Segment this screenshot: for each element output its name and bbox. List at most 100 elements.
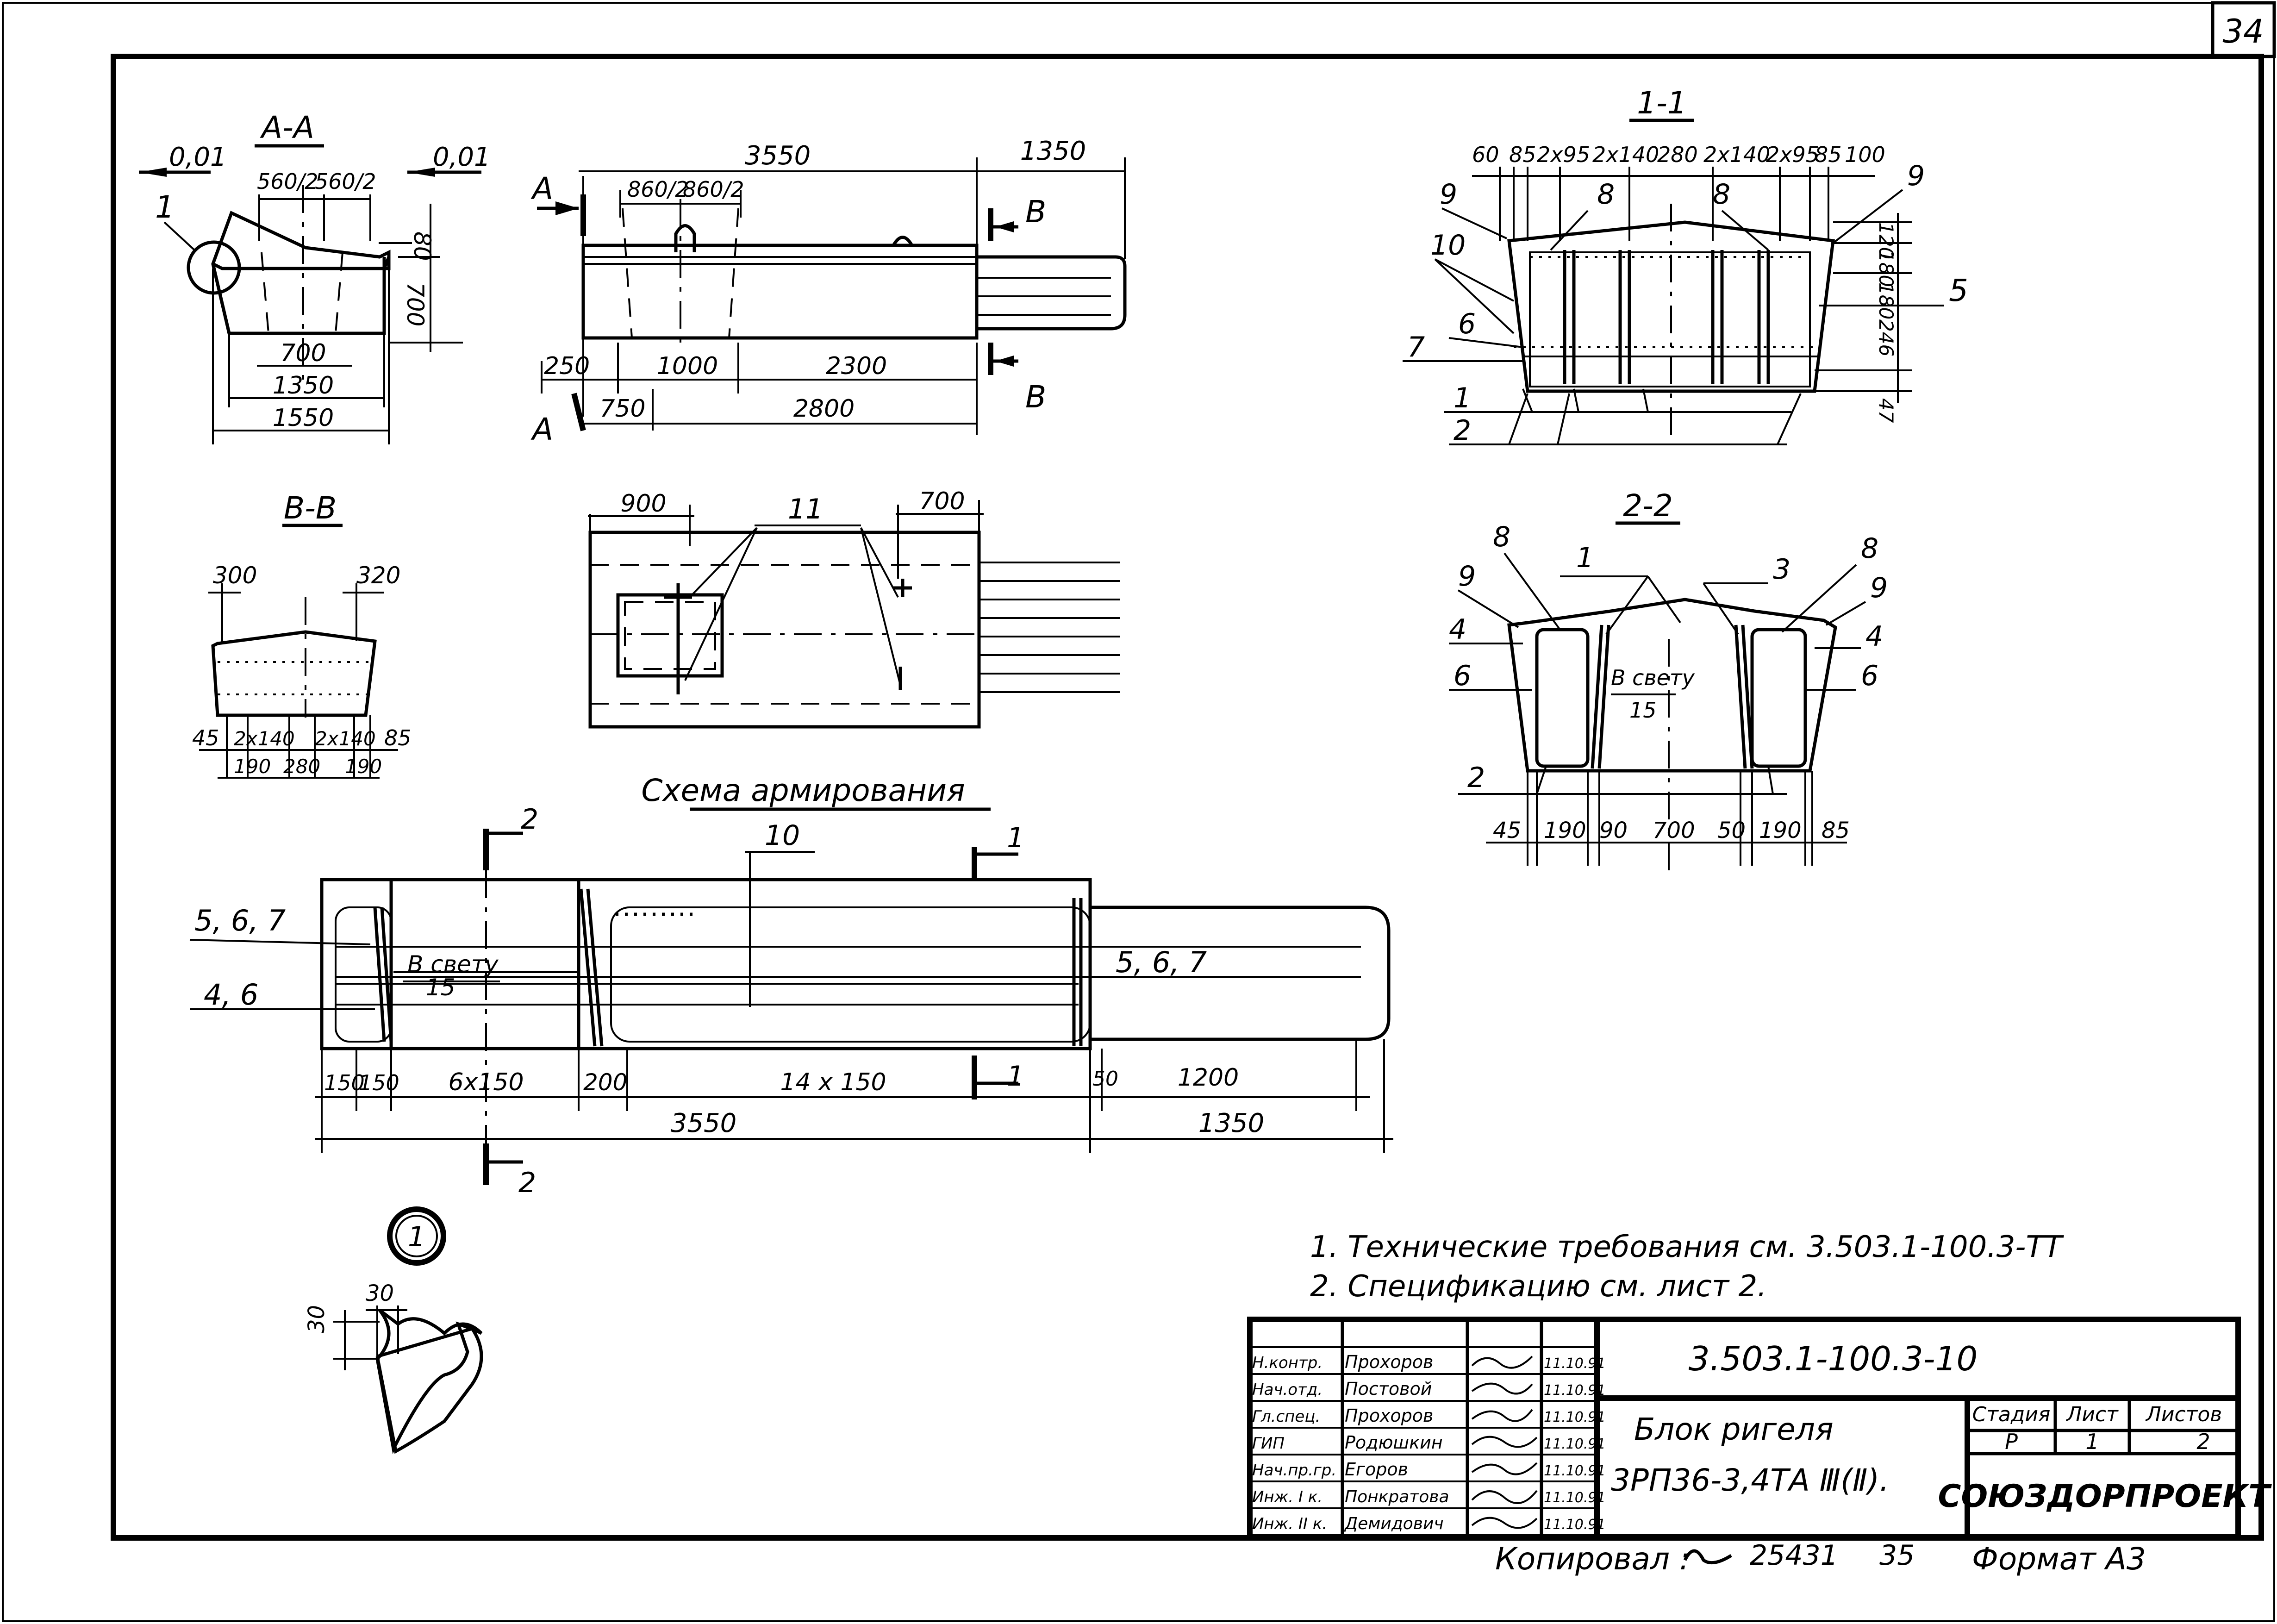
tb-name-7: Демидович <box>1344 1514 1444 1533</box>
s22-label-8-right: 8 <box>1861 532 1878 565</box>
s11-label-9-left: 9 <box>1440 178 1457 211</box>
s22-label-6-right: 6 <box>1861 660 1878 692</box>
tb-role-5: Нач.пр.гр. <box>1252 1461 1336 1480</box>
tb-role-4: ГИП <box>1252 1434 1285 1453</box>
tb-name-1: Прохоров <box>1345 1352 1433 1372</box>
title-block: Н.контр. Прохоров 11.10.91 Нач.отд. Пост… <box>1247 1317 2272 1540</box>
scheme-cut-1-top: 1 <box>1007 822 1024 854</box>
footer-format: Формат А3 <box>1972 1541 2146 1577</box>
scheme-title: Схема армирования <box>641 773 965 808</box>
tb-role-6: Инж. I к. <box>1252 1488 1323 1506</box>
section-b-top: В <box>1025 194 1046 230</box>
s22-label-8-left: 8 <box>1493 521 1510 553</box>
elev-dim-cantilever: 1350 <box>1020 136 1086 166</box>
bb-bottom-dim-280: 280 <box>283 755 320 778</box>
s11-top-dim-2x95-b: 2х95 <box>1766 142 1819 167</box>
tb-date-7: 11.10.91 <box>1544 1517 1606 1533</box>
elev-dim-2800: 2800 <box>793 395 855 423</box>
s22-label-4-left: 4 <box>1449 613 1466 646</box>
bb-bottom-dim-45: 45 <box>192 725 219 750</box>
view-detail-1: 1 30 30 <box>304 1206 483 1454</box>
view-section-aa: А-А 1 0,01 0,01 560/2 560/2 80 7 <box>139 110 491 444</box>
scheme-cut-1-bottom: 1 <box>1007 1060 1024 1093</box>
s22-label-2: 2 <box>1467 762 1485 794</box>
tb-sheet-header: Лист <box>2065 1403 2119 1426</box>
section-a-top: А <box>530 171 553 206</box>
s11-label-8-a: 8 <box>1597 178 1615 211</box>
bb-bottom-dim-2x140-b: 2х140 <box>315 727 376 750</box>
scheme-note-clear-val: 15 <box>426 974 455 1001</box>
tb-name-6: Понкратова <box>1345 1487 1449 1506</box>
s11-right-dim-47: 47 <box>1875 398 1897 423</box>
elev-dim-offset: 250 <box>544 352 590 380</box>
s11-top-dim-60: 60 <box>1472 142 1499 167</box>
tb-date-5: 11.10.91 <box>1544 1463 1606 1479</box>
tb-date-1: 11.10.91 <box>1544 1355 1606 1372</box>
s22-bottom-dim-190-a: 190 <box>1544 818 1586 843</box>
s11-label-7: 7 <box>1407 331 1425 363</box>
detail-dim-a: 30 <box>304 1305 330 1333</box>
footer-copied-label: Копировал : <box>1495 1541 1690 1577</box>
scheme-label-10: 10 <box>765 819 800 852</box>
view-section-bb: В-В 300 320 45 2х140 2х140 85 190 280 19… <box>192 490 412 779</box>
bb-dim-left-top: 300 <box>213 562 257 589</box>
scheme-note-clear: В свету <box>407 951 499 978</box>
s11-top-dim-280: 280 <box>1657 142 1698 167</box>
section-a-bottom: А <box>530 412 553 447</box>
view-title-bb: В-В <box>284 490 337 526</box>
s22-label-6-left: 6 <box>1454 660 1471 692</box>
aa-inner-width: 700 <box>280 339 326 367</box>
tb-date-6: 11.10.91 <box>1544 1490 1606 1506</box>
s22-bottom-dim-190-b: 190 <box>1759 818 1802 843</box>
s22-note-clear: В свету <box>1611 665 1695 690</box>
s22-bottom-dim-45: 45 <box>1493 818 1521 843</box>
tb-name-4: Родюшкин <box>1345 1432 1443 1453</box>
slope-right-label: 0,01 <box>433 142 491 172</box>
elev-dim-body: 3550 <box>745 141 811 171</box>
aa-height-main: 700 <box>402 282 429 326</box>
note-1: 1. Технические требования см. 3.503.1-10… <box>1310 1230 2065 1264</box>
view-section-22: 2-2 8 1 3 8 9 9 4 4 6 6 2 <box>1449 488 1888 870</box>
tb-organization: СОЮЗДОРПРОЕКТ <box>1938 1478 2272 1515</box>
scheme-label-567-right: 5, 6, 7 <box>1116 945 1207 979</box>
scheme-label-46: 4, 6 <box>204 978 258 1012</box>
tb-sheet: 1 <box>2085 1429 2099 1454</box>
scheme-dim-150-b: 150 <box>359 1070 399 1095</box>
tb-date-3: 11.10.91 <box>1544 1409 1606 1425</box>
scheme-dim-200: 200 <box>583 1069 627 1096</box>
tb-name-3: Прохоров <box>1345 1405 1433 1426</box>
s22-bottom-dim-85: 85 <box>1822 818 1850 843</box>
drawing-border <box>111 54 2264 1541</box>
elev-dim-rest: 2300 <box>826 352 887 380</box>
sheet-number-box <box>2211 1 2276 58</box>
detail-dim-b: 30 <box>366 1280 394 1306</box>
s11-label-9-right: 9 <box>1907 160 1925 192</box>
s11-top-dim-2x140-a: 2х140 <box>1592 142 1659 167</box>
scheme-dim-50: 50 <box>1092 1067 1118 1091</box>
s11-label-10: 10 <box>1430 229 1466 262</box>
sheet-number: 34 <box>2222 12 2264 50</box>
scheme-dim-6x150: 6х150 <box>448 1068 524 1096</box>
s11-top-dim-85-a: 85 <box>1509 142 1536 167</box>
s11-label-1: 1 <box>1454 382 1471 414</box>
view-title-aa: А-А <box>260 110 314 145</box>
tb-name-2: Постовой <box>1345 1379 1432 1399</box>
s11-top-dim-85-b: 85 <box>1815 142 1842 167</box>
s22-label-9-left: 9 <box>1458 560 1476 593</box>
tb-date-4: 11.10.91 <box>1544 1436 1606 1452</box>
view-plan: 11 900 700 <box>588 487 1120 729</box>
scheme-dim-1200: 1200 <box>1178 1064 1239 1092</box>
tb-sheets: 2 <box>2196 1429 2210 1454</box>
s11-label-8-b: 8 <box>1713 178 1730 211</box>
note-2: 2. Спецификацию см. лист 2. <box>1310 1269 1767 1304</box>
detail-marker-circle <box>387 1206 446 1266</box>
plan-dim-left: 900 <box>620 490 666 518</box>
s22-label-1: 1 <box>1576 542 1594 574</box>
s22-note-clear-val: 15 <box>1629 698 1657 723</box>
bb-dim-right-top: 320 <box>356 562 400 589</box>
tb-role-3: Гл.спец. <box>1252 1407 1320 1426</box>
aa-base-width: 1550 <box>273 404 334 432</box>
footer-copier-signature <box>1683 1549 1732 1565</box>
tb-sheets-header: Листов <box>2145 1403 2222 1426</box>
